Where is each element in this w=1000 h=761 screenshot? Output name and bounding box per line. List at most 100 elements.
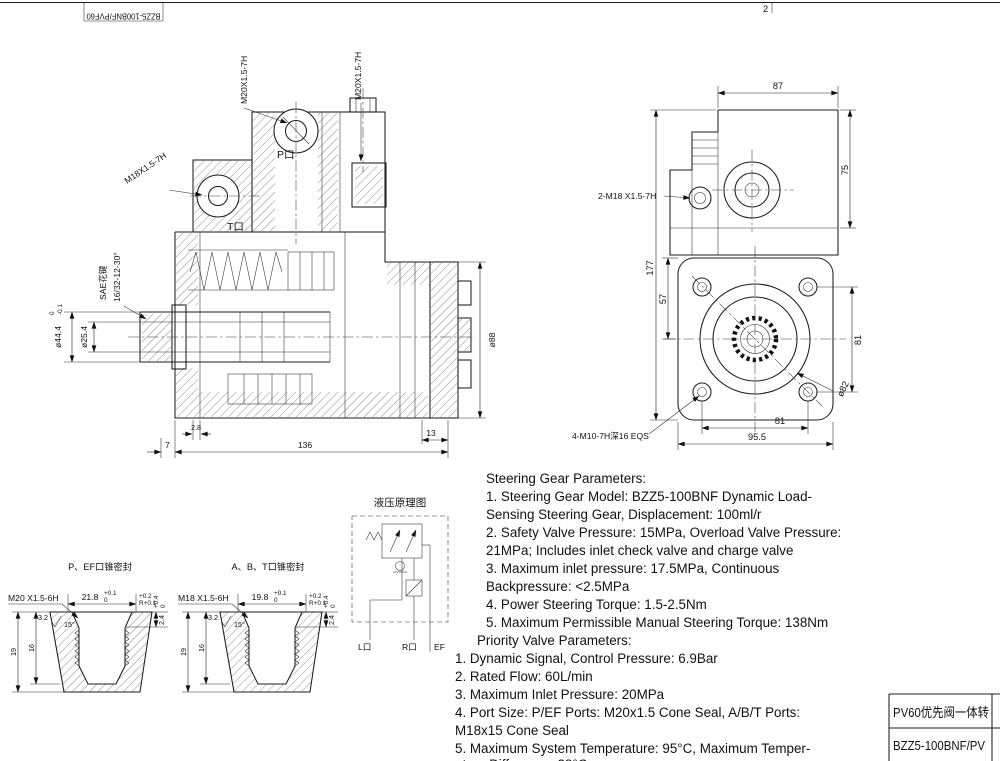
dim-95-5: 95.5: [748, 432, 766, 442]
schematic-port-r: R口: [402, 642, 417, 652]
front-view-centerlines: [664, 150, 846, 432]
dim-7: 7: [165, 440, 170, 450]
seal-pef-depth-tol-up: +0.4: [153, 595, 160, 608]
param-line: Steering Gear Parameters:: [486, 471, 646, 486]
seal-abt-title: A、B、T口锥密封: [232, 561, 305, 572]
seal-abt-width-tol-down: 0: [274, 597, 278, 604]
seal-abt-depth: 2.4: [327, 615, 336, 625]
title-block-model-code: BZZ5-100BNF/PV: [893, 738, 985, 753]
seal-pef-depth-tol-down: 0: [160, 604, 167, 608]
seal-pef-dim19: 19: [9, 648, 18, 656]
thread-label-m20-left: M20X1.5-7H: [239, 56, 249, 104]
seal-abt-angle: 15°: [234, 620, 245, 629]
thread-label-4xm10: 4-M10-7H深16 EQS: [572, 431, 649, 441]
param-line: ature Difference: 28°C: [455, 757, 588, 761]
side-view-internals: [186, 98, 416, 418]
check-valve-symbol: [395, 561, 405, 571]
seal-abt-width: 19.8: [252, 592, 269, 602]
param-line: Priority Valve Parameters:: [477, 633, 632, 648]
seal-abt-radius-bottom: R+0.1: [309, 600, 327, 607]
title-block: PV60优先阀一体转 BZZ5-100BNF/PV: [888, 693, 1000, 761]
seal-pef-width-tol-up: +0.1: [104, 590, 117, 597]
dim-136: 136: [298, 440, 313, 450]
m18-port-hole: [688, 186, 712, 210]
side-view-outline: [139, 97, 472, 419]
param-line: 1. Dynamic Signal, Control Pressure: 6.9…: [455, 651, 718, 666]
hydraulic-schematic: 液压原理图 L口 R口 EF: [351, 496, 449, 652]
zone-number: 2: [763, 4, 768, 14]
seal-pef-width-tol-down: 0: [104, 597, 108, 604]
dim-81-bottom: 81: [775, 416, 785, 426]
param-line: 5. Maximum Permissible Manual Steering T…: [486, 615, 828, 630]
dim-13: 13: [426, 428, 436, 438]
thread-label-m18: M18X1.5-7H: [123, 150, 169, 185]
seal-abt-dim19: 19: [179, 648, 188, 656]
spline-label-line2: 16/32-12-30°: [112, 252, 122, 302]
dim-dia-shaft-tol-up: 0: [49, 311, 56, 315]
param-line: 1. Steering Gear Model: BZZ5-100BNF Dyna…: [486, 489, 812, 504]
side-section-view: M20X1.5-7H M20X1.5-7H M18X1.5-7H P口 T口 S…: [49, 52, 497, 458]
thread-label-2xm18: 2-M18 X1.5-7H: [598, 191, 656, 201]
seal-abt-thread: M18 X1.5-6H: [178, 593, 229, 603]
dim-177: 177: [645, 260, 655, 275]
param-line: M18x15 Cone Seal: [455, 723, 569, 738]
seal-pef-width: 21.8: [82, 592, 99, 602]
param-line: 21MPa; Includes inlet check valve and ch…: [486, 543, 793, 558]
param-line: Sensing Steering Gear, Displacement: 100…: [486, 507, 762, 522]
seal-abt-roughness: 3.2: [208, 613, 218, 622]
seal-pef-dim16: 16: [27, 644, 36, 652]
seal-abt-dim16: 16: [197, 644, 206, 652]
dim-dia-82: ø82: [835, 380, 851, 399]
seal-pef-title: P、EF口锥密封: [68, 561, 132, 572]
priority-valve-symbol: [381, 523, 423, 559]
seal-pef-radius-bottom: R+0.1: [139, 600, 157, 607]
param-line: 3. Maximum Inlet Pressure: 20MPa: [455, 687, 665, 702]
dim-2-8: 2.8: [191, 423, 201, 432]
port-t-label: T口: [227, 221, 244, 233]
seal-abt-width-tol-up: +0.1: [274, 590, 287, 597]
front-view-outline: [669, 109, 839, 421]
param-line: 4. Port Size: P/EF Ports: M20x1.5 Cone S…: [455, 705, 800, 720]
title-block-product-name: PV60优先阀一体转: [893, 705, 989, 720]
dim-81-right: 81: [853, 335, 863, 345]
param-line: 5. Maximum System Temperature: 95°C, Max…: [455, 741, 810, 756]
side-view-centerlines: [128, 88, 474, 338]
spline-label-line1: SAE花键: [97, 265, 108, 300]
parameters-text-block: Steering Gear Parameters: 1. Steering Ge…: [455, 471, 841, 761]
dim-75: 75: [840, 165, 850, 175]
dim-dia-body: ø88: [487, 332, 497, 347]
seal-pef-depth: 2.4: [157, 615, 166, 625]
schematic-title: 液压原理图: [374, 496, 427, 509]
seal-abt-depth-tol-up: +0.4: [323, 595, 330, 608]
param-line: 4. Power Steering Torque: 1.5-2.5Nm: [486, 597, 707, 612]
rotor-section: [227, 373, 313, 405]
seal-pef-angle: 15°: [64, 620, 75, 629]
valve-spring: [189, 251, 283, 291]
dim-dia-shaft-tol-down: -0.1: [57, 304, 64, 315]
bolt-hole: [798, 277, 818, 297]
schematic-envelope: [351, 515, 449, 623]
seal-pef-thread: M20 X1.5-6H: [8, 593, 59, 603]
dim-87: 87: [773, 81, 783, 91]
param-line: Backpressure: <2.5MPa: [486, 579, 630, 594]
seal-abt-radius-top: +0.2: [309, 593, 322, 600]
side-view-hatching: [142, 113, 470, 417]
seal-pef-roughness: 3.2: [38, 613, 48, 622]
schematic-port-l: L口: [358, 642, 371, 652]
schematic-port-ef: EF: [434, 642, 445, 652]
param-line: 2. Safety Valve Pressure: 15MPa, Overloa…: [486, 525, 841, 540]
param-line: 2. Rated Flow: 60L/min: [455, 669, 593, 684]
seal-detail-abt: A、B、T口锥密封 19.8 +0.1 0 +0.2 R+0.1 M18 X1.…: [178, 561, 338, 693]
dim-57: 57: [658, 294, 668, 304]
bolt-hole: [692, 277, 712, 297]
side-view-dimensions: ø44.4 0 -0.1 ø25.4 ø88 7 136 2.8 13: [49, 261, 497, 458]
sheet-frame: BZZ5-100BNF/PVF60 2: [0, 1, 1000, 22]
seal-pef-radius-top: +0.2: [139, 593, 152, 600]
valve-spool: [287, 251, 335, 291]
spring-symbol: [365, 531, 383, 541]
front-view-dimensions: 87 75 177 57 81 81 95.5 ø82 2-M18 X1.5-7…: [572, 81, 863, 450]
dim-dia-shaft: ø44.4: [53, 326, 63, 348]
seal-abt-depth-tol-down: 0: [330, 604, 337, 608]
